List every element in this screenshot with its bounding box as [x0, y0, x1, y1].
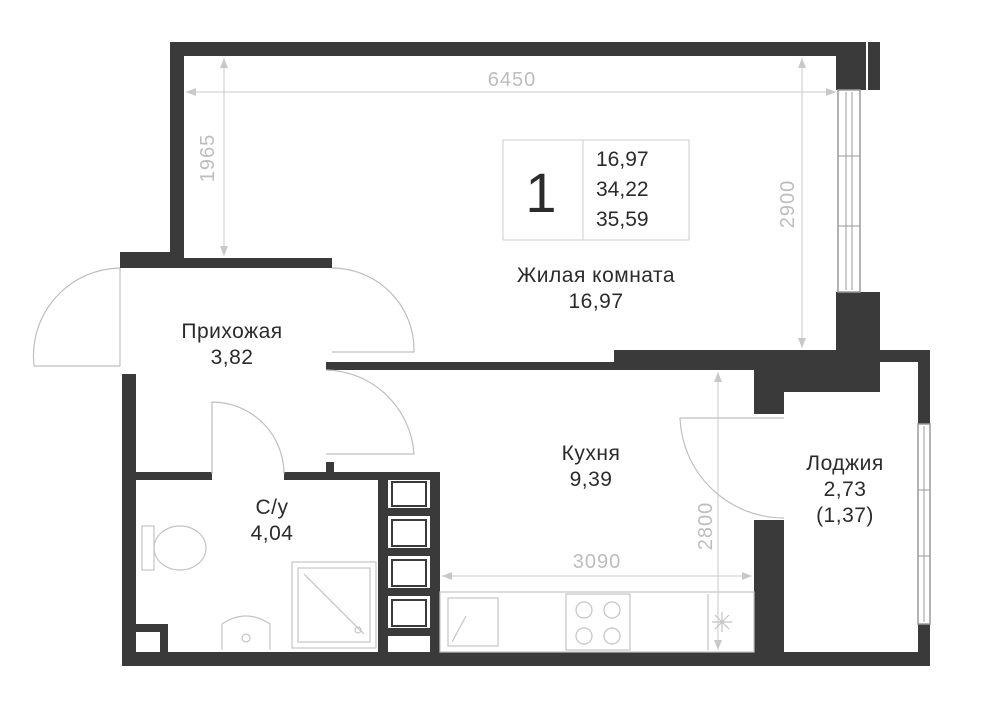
- toilet-icon: [141, 525, 207, 571]
- kitchen-name: Кухня: [562, 442, 621, 465]
- loggia-name: Лоджия: [806, 452, 883, 475]
- living-room-name: Жилая комната: [517, 264, 675, 287]
- dim-living-depth-right: 2900: [777, 180, 799, 229]
- sink-icon: [447, 597, 499, 647]
- ventilation-shaft: [391, 481, 427, 627]
- stove-icon: [565, 593, 631, 651]
- dim-living-width: 6450: [488, 69, 537, 91]
- washbasin-icon: [221, 615, 271, 650]
- loggia-area: 2,73: [824, 478, 867, 501]
- fixtures: [141, 525, 755, 653]
- kitchen-area: 9,39: [570, 468, 613, 491]
- total-area-stat: 34,22: [596, 178, 649, 201]
- living-room-area: 16,97: [568, 290, 623, 313]
- hallway-name: Прихожая: [181, 320, 282, 343]
- dimension-lines: [186, 58, 836, 650]
- dim-kitchen-depth: 2800: [695, 502, 717, 551]
- windows: [837, 89, 931, 625]
- apartment-summary: 1 16,97 34,22 35,59: [502, 139, 690, 241]
- loggia-reduced-area: (1,37): [816, 504, 874, 527]
- bathroom-area: 4,04: [251, 522, 294, 545]
- living-area-stat: 16,97: [596, 148, 649, 171]
- hallway-area: 3,82: [211, 346, 254, 369]
- bathroom-name: С/у: [256, 496, 289, 519]
- total-area-with-loggia-stat: 35,59: [596, 208, 649, 231]
- shower-icon: [291, 561, 377, 649]
- kitchen-counter: [439, 591, 755, 653]
- doors: [32, 267, 785, 519]
- walls: [120, 42, 930, 666]
- dim-living-depth-left: 1965: [197, 134, 219, 183]
- dim-kitchen-width: 3090: [573, 551, 622, 573]
- rooms-count: 1: [525, 161, 556, 224]
